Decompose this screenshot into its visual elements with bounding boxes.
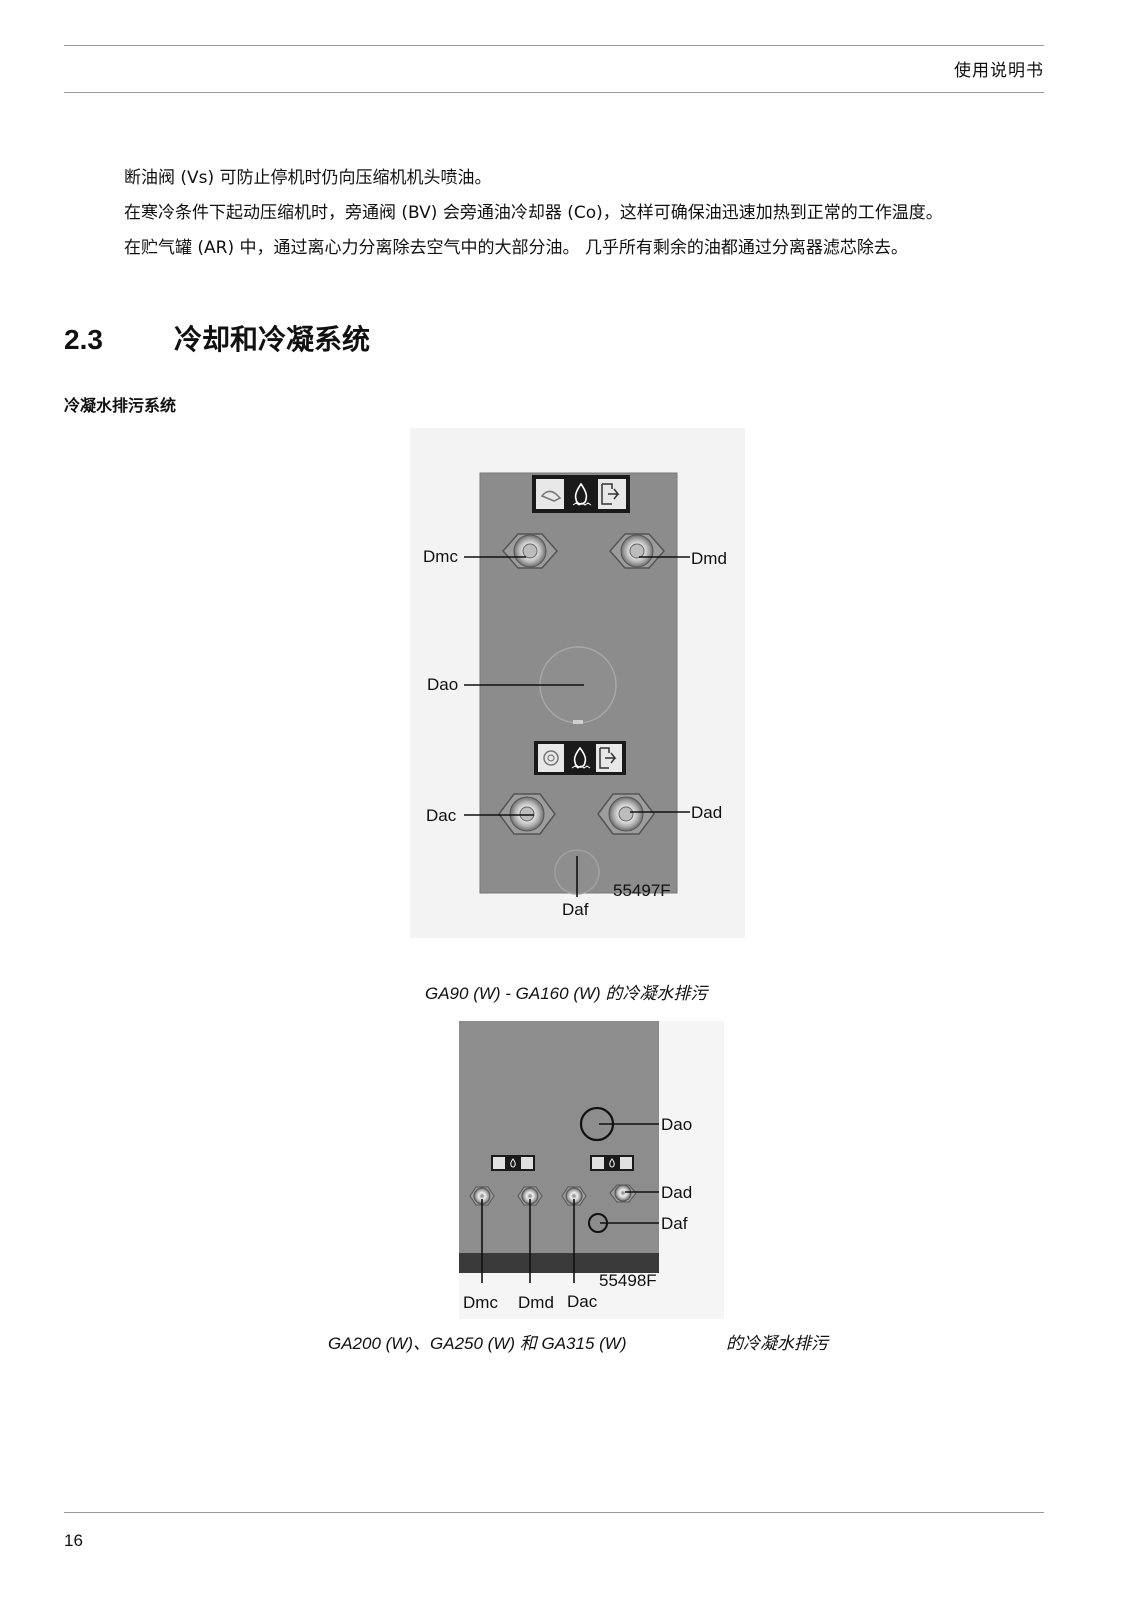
label-dmc: Dmc [423, 547, 458, 566]
figure-code: 55497F [613, 881, 671, 900]
panel-base [459, 1253, 659, 1273]
symbol-plate-top [532, 475, 630, 513]
symbol-plate-bottom [534, 741, 626, 775]
figure-2-drain-panel: Dao Dad Daf 55498F Dmc Dmd Dac [459, 1021, 724, 1319]
leader-lines [464, 556, 690, 897]
section-heading: 2.3 冷却和冷凝系统 [64, 318, 370, 358]
panel-plate-2 [459, 1021, 659, 1253]
label-dac: Dac [426, 806, 457, 825]
section-title: 冷却和冷凝系统 [174, 323, 371, 356]
paragraph-1: 断油阀 (Vs) 可防止停机时仍向压缩机机头喷油。 [124, 168, 492, 188]
fitting-dmc [501, 533, 559, 569]
paragraph-3: 在贮气罐 (AR) 中，通过离心力分离除去空气中的大部分油。 几乎所有剩余的油都… [124, 238, 908, 258]
label-dmd-2: Dmd [518, 1293, 554, 1312]
fitting-dmd-2 [517, 1186, 543, 1206]
leader-lines-2 [481, 1123, 659, 1283]
header-top-rule [64, 45, 1044, 46]
label-dad: Dad [691, 803, 722, 822]
label-dmc-2: Dmc [463, 1293, 498, 1312]
paragraph-2: 在寒冷条件下起动压缩机时，旁通阀 (BV) 会旁通油冷却器 (Co)，这样可确保… [124, 203, 943, 223]
fitting-dac [498, 793, 556, 835]
fitting-dmd [608, 533, 666, 569]
label-daf: Daf [562, 900, 589, 919]
label-daf-2: Daf [661, 1214, 688, 1233]
label-dao-2: Dao [661, 1115, 692, 1134]
fan-icon [538, 744, 564, 772]
fitting-dac-2 [561, 1186, 587, 1206]
hand-icon [536, 479, 564, 509]
figure-2-caption-right: 的冷凝水排污 [726, 1334, 828, 1353]
figure-1-caption: GA90 (W) - GA160 (W) 的冷凝水排污 [425, 984, 708, 1003]
header-title: 使用说明书 [954, 61, 1044, 81]
fitting-dad [597, 793, 655, 835]
symbol-plate-left [491, 1155, 535, 1171]
page-number: 16 [64, 1531, 83, 1550]
label-dao: Dao [427, 675, 458, 694]
fitting-dad-2 [609, 1184, 637, 1203]
label-dad-2: Dad [661, 1183, 692, 1202]
symbol-plate-right [590, 1155, 634, 1171]
footer-rule [64, 1512, 1044, 1513]
section-number: 2.3 [64, 324, 103, 355]
figure-1-drain-panel: Dmc Dmd Dao Dac Dad Daf 55497F [410, 428, 745, 938]
subsection-heading: 冷凝水排污系统 [64, 396, 177, 415]
header-bottom-rule [64, 92, 1044, 93]
figure-code-2: 55498F [599, 1271, 657, 1290]
figure-2-caption-left: GA200 (W)、GA250 (W) 和 GA315 (W) [328, 1334, 627, 1353]
label-dmd: Dmd [691, 549, 727, 568]
fitting-dmc-2 [469, 1186, 495, 1206]
label-dac-2: Dac [567, 1292, 598, 1311]
